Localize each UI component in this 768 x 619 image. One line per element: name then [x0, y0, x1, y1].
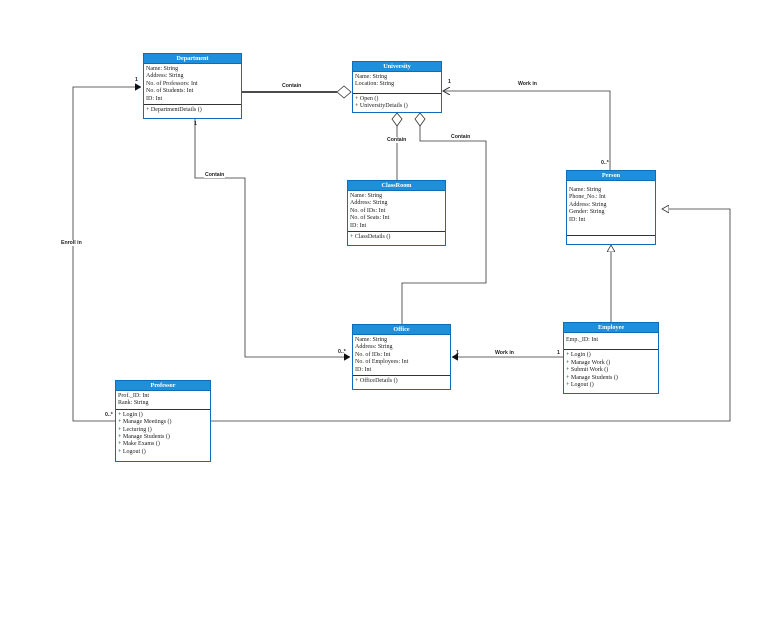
operation: + Logout () [118, 448, 146, 455]
multiplicity-label: 0..* [601, 160, 609, 166]
multiplicity-label: 0..* [338, 349, 346, 355]
class-title-professor: Professor [116, 381, 210, 391]
operation: + Make Exams () [118, 441, 160, 448]
edge-department-office [194, 119, 350, 357]
attribute: Address: String [350, 200, 388, 207]
class-title-office: Office [353, 325, 450, 335]
relationship-label-contain: Contain [204, 172, 226, 178]
attribute: No. of Professors: Int [146, 80, 198, 87]
multiplicity-label: 1 [557, 350, 560, 356]
attribute: Name: String [355, 74, 388, 80]
class-operations-office: + OfficeDetails () [353, 376, 450, 386]
attribute: ID: Int [569, 216, 586, 223]
operation: + DepartmentDetails () [146, 107, 202, 114]
operation: + Lecturing () [118, 426, 152, 433]
attribute: ID: Int [350, 222, 367, 229]
class-professor[interactable]: Professor Prof._ID: Int Rank: String + L… [115, 380, 211, 462]
operation: + ClassDetails () [350, 234, 391, 241]
relationship-label-contain: Contain [281, 83, 303, 89]
class-employee[interactable]: Employee Emp._ID: Int + Login () + Manag… [563, 322, 659, 394]
attribute: No. of Seats: Int [350, 215, 390, 222]
class-department[interactable]: Department Name: String Address: String … [143, 53, 242, 119]
attribute: Name: String [355, 337, 388, 343]
edge-university-office [401, 126, 487, 324]
multiplicity-label: 0..* [105, 412, 113, 418]
operation: + Manage Work () [566, 359, 611, 366]
class-classroom[interactable]: ClassRoom Name: String Address: String N… [347, 180, 446, 246]
aggregation-diamond-icon [414, 112, 426, 127]
attribute: Name: String [350, 193, 383, 199]
attribute: No. of IDs: Int [355, 351, 391, 358]
class-title-person: Person [567, 171, 655, 181]
edge-professor-person [211, 209, 731, 422]
multiplicity-label: 1 [194, 121, 197, 127]
multiplicity-label: 1 [135, 77, 138, 83]
attribute: Rank: String [118, 400, 149, 407]
attribute: No. of Employees: Int [355, 359, 409, 366]
attribute: ID: Int [146, 95, 163, 102]
attribute: Address: String [355, 344, 393, 351]
attribute: No. of IDs: Int [350, 207, 386, 214]
edge-person-university [443, 91, 611, 170]
class-attributes-university: Name: String Location: String [353, 72, 441, 94]
class-attributes-employee: Emp._ID: Int [564, 333, 658, 351]
class-attributes-department: Name: String Address: String No. of Prof… [144, 64, 241, 106]
attribute: Address: String [146, 73, 184, 80]
class-attributes-professor: Prof._ID: Int Rank: String [116, 391, 210, 410]
attribute: ID: Int [355, 366, 372, 373]
attribute: Location: String [355, 81, 395, 88]
class-title-university: University [353, 62, 441, 72]
class-attributes-classroom: Name: String Address: String No. of IDs:… [348, 191, 445, 233]
operation: + OfficeDetails () [355, 378, 398, 385]
class-title-department: Department [144, 54, 241, 64]
operation: + Login () [566, 352, 591, 359]
relationship-label-work-in: Work in [517, 81, 538, 87]
relationship-label-work-in: Work in [494, 350, 515, 356]
operation: + Manage Meetings () [118, 419, 172, 426]
class-title-classroom: ClassRoom [348, 181, 445, 191]
operation: + Login () [118, 411, 143, 418]
operation: + Manage Students () [566, 374, 618, 381]
attribute: Prof._ID: Int [118, 393, 149, 399]
operation: + Open () [355, 95, 379, 102]
class-operations-person [567, 236, 655, 239]
class-attributes-person: Name: String Phone_No.: Int Address: Str… [567, 181, 655, 237]
attribute: Name: String [146, 66, 179, 72]
attribute: Emp._ID: Int [566, 337, 598, 343]
class-operations-department: + DepartmentDetails () [144, 105, 241, 115]
attribute: Gender: String [569, 209, 605, 216]
class-operations-professor: + Login () + Manage Meetings () + Lectur… [116, 410, 210, 457]
operation: + Logout () [566, 382, 594, 389]
multiplicity-label: 1 [456, 350, 459, 356]
class-title-employee: Employee [564, 323, 658, 333]
attribute: Name: String [569, 187, 602, 193]
class-operations-classroom: + ClassDetails () [348, 232, 445, 242]
relationship-label-enroll-in: Enroll in [60, 240, 83, 246]
class-office[interactable]: Office Name: String Address: String No. … [352, 324, 451, 390]
operation: + Submit Work () [566, 367, 609, 374]
relationship-label-contain: Contain [450, 134, 472, 140]
operation: + UniversityDetails () [355, 103, 408, 110]
edge-professor-department [72, 87, 141, 422]
attribute: No. of Students: Int [146, 88, 194, 95]
aggregation-diamond-icon [391, 112, 403, 127]
class-operations-employee: + Login () + Manage Work () + Submit Wor… [564, 350, 658, 390]
relationship-label-contain: Contain [386, 137, 408, 143]
aggregation-diamond-icon [336, 85, 352, 99]
class-attributes-office: Name: String Address: String No. of IDs:… [353, 335, 450, 377]
multiplicity-label: 1 [448, 79, 451, 85]
attribute: Address: String [569, 201, 607, 208]
class-operations-university: + Open () + UniversityDetails () [353, 94, 441, 112]
class-person[interactable]: Person Name: String Phone_No.: Int Addre… [566, 170, 656, 245]
class-university[interactable]: University Name: String Location: String… [352, 61, 442, 113]
operation: + Manage Students () [118, 434, 170, 441]
attribute: Phone_No.: Int [569, 194, 606, 201]
